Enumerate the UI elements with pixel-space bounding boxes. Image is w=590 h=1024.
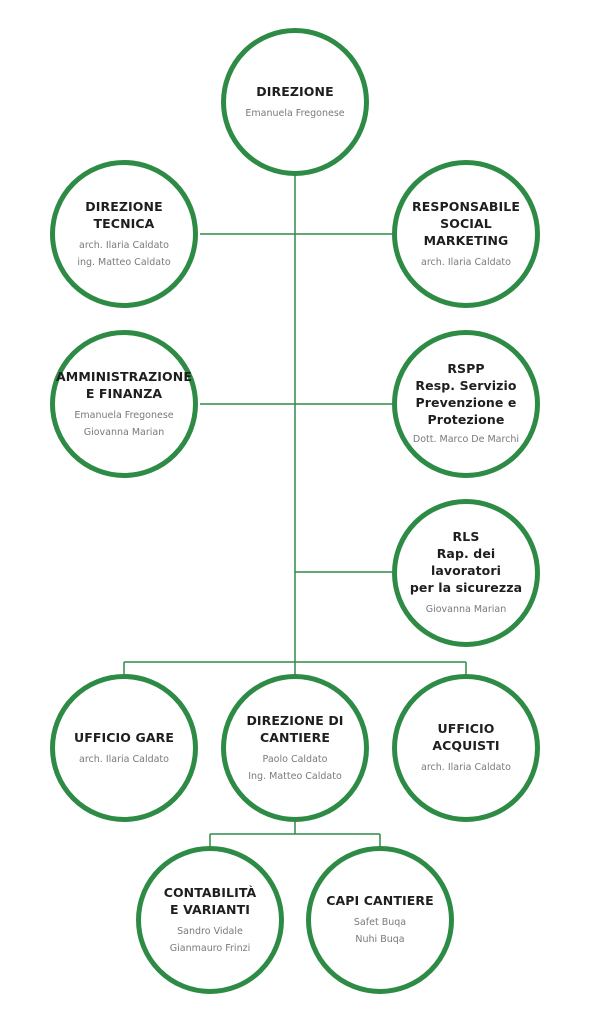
node-person: Paolo Caldato [262, 753, 328, 765]
node-direzione-tecnica: DIREZIONE TECNICA arch. Ilaria Caldato i… [50, 160, 198, 308]
node-person: arch. Ilaria Caldato [79, 753, 169, 765]
node-direzione-cantiere: DIREZIONE DI CANTIERE Paolo Caldato Ing.… [221, 674, 369, 822]
node-person: arch. Ilaria Caldato [79, 239, 169, 251]
node-contabilita: CONTABILITÀ E VARIANTI Sandro Vidale Gia… [136, 846, 284, 994]
node-person: Gianmauro Frinzi [169, 942, 251, 954]
node-person: arch. Ilaria Caldato [421, 256, 511, 268]
node-person: ing. Matteo Caldato [77, 256, 171, 268]
node-direzione: DIREZIONE Emanuela Fregonese [221, 28, 369, 176]
node-title: RESPONSABILE SOCIAL MARKETING [412, 198, 520, 248]
node-person: Sandro Vidale [177, 925, 243, 937]
node-title: AMMINISTRAZIONE E FINANZA [56, 368, 192, 401]
node-amministrazione: AMMINISTRAZIONE E FINANZA Emanuela Frego… [50, 330, 198, 478]
node-title: DIREZIONE [256, 83, 334, 99]
node-title: DIREZIONE DI CANTIERE [246, 712, 344, 745]
node-title: RLS Rap. dei lavoratori per la sicurezza [409, 529, 523, 595]
node-person: Giovanna Marian [83, 426, 165, 438]
node-title: CAPI CANTIERE [326, 893, 434, 908]
node-person: arch. Ilaria Caldato [421, 762, 511, 773]
node-title: CONTABILITÀ E VARIANTI [163, 884, 257, 917]
node-ufficio-acquisti: UFFICIO ACQUISTI arch. Ilaria Caldato [392, 674, 540, 822]
node-rls: RLS Rap. dei lavoratori per la sicurezza… [392, 499, 540, 647]
node-person: Emanuela Fregonese [245, 107, 345, 119]
node-title: UFFICIO ACQUISTI [432, 721, 500, 753]
node-title: DIREZIONE TECNICA [85, 198, 163, 231]
node-rspp: RSPP Resp. Servizio Prevenzione e Protez… [392, 330, 540, 478]
node-ufficio-gare: UFFICIO GARE arch. Ilaria Caldato [50, 674, 198, 822]
node-person: Safet Buqa [353, 917, 407, 928]
node-person: Ing. Matteo Caldato [248, 770, 342, 782]
node-social-marketing: RESPONSABILE SOCIAL MARKETING arch. Ilar… [392, 160, 540, 308]
node-title: UFFICIO GARE [74, 729, 174, 745]
node-person: Emanuela Fregonese [74, 409, 174, 421]
node-title: RSPP Resp. Servizio Prevenzione e Protez… [415, 361, 517, 427]
node-person: Nuhi Buqa [355, 934, 405, 945]
node-person: Giovanna Marian [425, 604, 507, 615]
node-person: Dott. Marco De Marchi [412, 434, 520, 445]
node-capi-cantiere: CAPI CANTIERE Safet Buqa Nuhi Buqa [306, 846, 454, 994]
